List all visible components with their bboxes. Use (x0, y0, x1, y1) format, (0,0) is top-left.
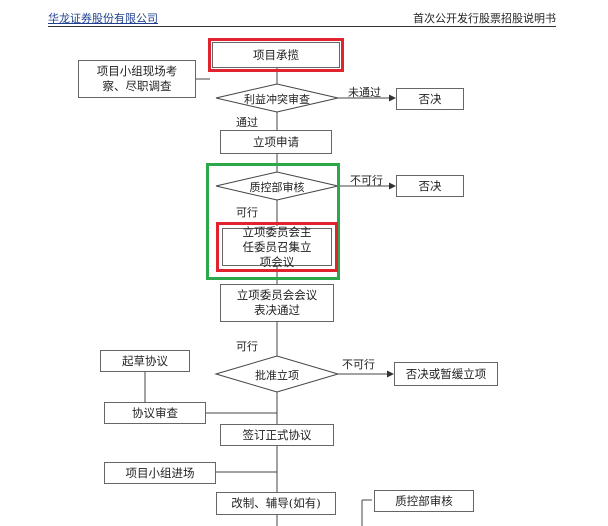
highlight-red-xmcl (208, 38, 344, 72)
node-xysc: 协议审查 (104, 402, 206, 424)
node-fj1: 否决 (396, 88, 464, 110)
node-fjhh: 否决或暂缓立项 (394, 362, 498, 386)
node-lxwyh: 立项委员会主任委员召集立项会议 (222, 225, 332, 269)
node-xmcl: 项目承揽 (212, 42, 340, 68)
node-zkb-label: 质控部审核 (249, 181, 305, 194)
node-lxhy: 立项委员会会议表决通过 (220, 284, 334, 322)
edge-label-tg: 通过 (236, 116, 258, 129)
node-lxsq: 立项申请 (220, 130, 332, 154)
diamond-pzlx (214, 355, 340, 393)
node-lyct-label: 利益冲突审查 (244, 93, 310, 106)
highlight-green-approval-block (206, 163, 340, 280)
diamond-lyct (215, 83, 339, 113)
edge-label-bkx2: 不可行 (342, 358, 375, 371)
edge-label-wtg: 未通过 (348, 86, 381, 99)
node-qdxy: 签订正式协议 (220, 424, 334, 446)
node-fj2: 否决 (396, 175, 464, 197)
edge-label-bkx1: 不可行 (350, 174, 383, 187)
header-divider (48, 26, 556, 27)
header-company: 华龙证券股份有限公司 (48, 12, 158, 25)
node-qcxy: 起草协议 (100, 350, 190, 372)
edge-label-kx1: 可行 (236, 206, 258, 219)
highlight-red-lxwyh (216, 222, 338, 272)
node-xzjc: 项目小组进场 (104, 462, 216, 484)
node-pzlx-label: 批准立项 (255, 369, 299, 382)
header-document-title: 首次公开发行股票招股说明书 (413, 12, 556, 25)
node-zkb2: 质控部审核 (374, 490, 474, 512)
edge-label-kx2: 可行 (236, 340, 258, 353)
node-xzxc: 项目小组现场考察、尽职调查 (78, 60, 196, 98)
node-gzfd: 改制、辅导(如有) (216, 492, 336, 515)
